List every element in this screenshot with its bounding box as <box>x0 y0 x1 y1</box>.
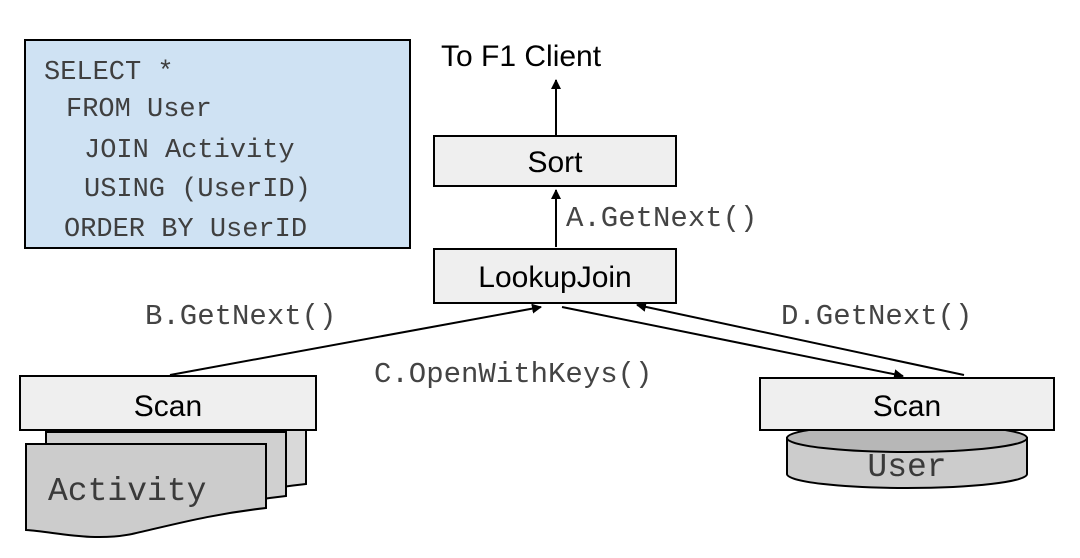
sort-node: Sort <box>433 135 677 187</box>
edge-label-a: A.GetNext() <box>566 202 757 235</box>
right-scan-node-label: Scan <box>873 390 941 423</box>
sql-line-join: JOIN Activity <box>84 136 295 166</box>
activity-table: Activity <box>25 419 307 539</box>
activity-page-front <box>25 443 267 539</box>
sort-node-box <box>433 135 677 187</box>
sql-line-using: USING (UserID) <box>84 175 311 205</box>
edge-label-c: C.OpenWithKeys() <box>374 358 652 391</box>
activity-table-label: Activity <box>48 473 206 510</box>
sql-line-from: FROM User <box>66 95 212 125</box>
user-table: User <box>786 423 1028 489</box>
right-scan-node-box <box>759 377 1055 431</box>
edge-label-b: B.GetNext() <box>145 300 336 333</box>
lookup-join-node-box <box>433 248 677 304</box>
right-scan-node: Scan <box>759 377 1055 431</box>
edge-label-d: D.GetNext() <box>781 300 972 333</box>
lookup-join-node: LookupJoin <box>433 248 677 304</box>
destination-label: To F1 Client <box>441 40 602 73</box>
sql-query-box: SELECT * FROM User JOIN Activity USING (… <box>24 39 411 249</box>
sql-line-select: SELECT * <box>44 58 174 88</box>
sql-line-order-by: ORDER BY UserID <box>64 215 307 245</box>
sort-node-label: Sort <box>527 146 583 179</box>
left-scan-node-label: Scan <box>134 390 202 423</box>
user-table-label: User <box>867 449 946 486</box>
arrow-join-to-right-scan <box>561 306 904 380</box>
arrow-right-scan-to-join <box>636 301 965 376</box>
lookup-join-node-label: LookupJoin <box>478 261 631 294</box>
left-scan-node: Scan <box>19 375 317 431</box>
left-scan-node-box <box>19 375 317 431</box>
arrow-left-scan-to-join <box>169 303 542 376</box>
sql-query-box-background <box>24 39 411 249</box>
